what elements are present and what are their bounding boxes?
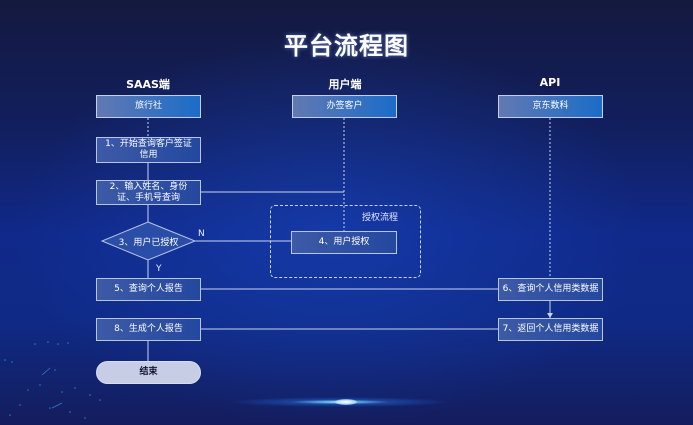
- decorative-particles: [4, 341, 101, 419]
- decorative-light-core: [335, 399, 357, 405]
- edge-label-yes: Y: [156, 264, 162, 274]
- step-3-decision-label[interactable]: 3、用户已授权: [118, 238, 179, 248]
- step-5-box[interactable]: 5、查询个人报告: [96, 278, 201, 301]
- page-title: 平台流程图: [284, 32, 409, 60]
- authorization-group-label: 授权流程: [362, 213, 399, 223]
- arrow-6-7: [547, 313, 553, 318]
- actor-travel-agency[interactable]: 旅行社: [96, 95, 201, 118]
- step-6-box[interactable]: 6、查询个人信用类数据: [498, 278, 603, 301]
- end-terminator[interactable]: 结束: [96, 361, 201, 384]
- step-7-box[interactable]: 7、返回个人信用类数据: [498, 318, 603, 341]
- step-8-box[interactable]: 8、生成个人报告: [96, 318, 201, 341]
- decision-diamond: [100, 221, 197, 261]
- authorization-group: [270, 205, 421, 278]
- step-1-box[interactable]: 1、开始查询客户签证信用: [96, 137, 201, 163]
- column-header-saas: SAAS端: [126, 78, 170, 91]
- step-2-box[interactable]: 2、输入姓名、身份证、手机号查询: [96, 180, 201, 205]
- edge-label-no: N: [198, 229, 205, 239]
- column-header-user: 用户端: [328, 78, 362, 91]
- actor-jd-digits[interactable]: 京东数科: [498, 95, 603, 118]
- actor-visa-customer[interactable]: 办签客户: [292, 95, 397, 118]
- column-header-api: API: [539, 76, 561, 89]
- step-4-box[interactable]: 4、用户授权: [291, 231, 397, 254]
